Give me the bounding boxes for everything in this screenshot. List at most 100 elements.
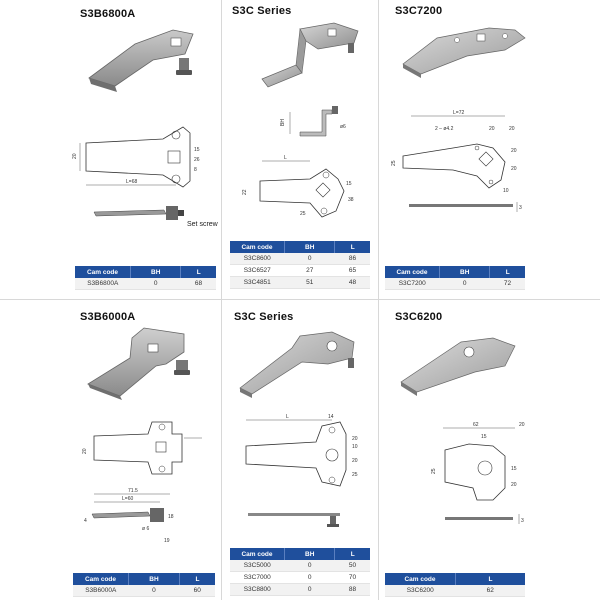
dim-label: 20	[352, 436, 358, 442]
dim-label: 15	[481, 434, 487, 440]
product-illustration	[400, 337, 516, 396]
product-illustration	[87, 327, 190, 400]
table-row: S3B6000A 0 60	[73, 585, 215, 597]
table-cell: 0	[439, 278, 490, 290]
side-view-drawing: 71.5 L=60 ø 6 18 4 19	[84, 488, 174, 544]
product-title: S3C Series	[234, 311, 294, 323]
table-cell: 50	[334, 560, 370, 572]
top-view-drawing: L 14 20 10 20 25	[245, 414, 358, 487]
product-illustration	[88, 29, 194, 92]
dim-label: 8	[194, 167, 197, 173]
table-cell: 51	[284, 276, 335, 289]
table-header: Cam code	[75, 266, 131, 278]
table-cell: 0	[130, 278, 181, 290]
side-view-drawing: 3	[409, 202, 522, 212]
table-row: S3C6200 62	[385, 585, 525, 597]
dim-label: 15	[346, 181, 352, 187]
table-header: Cam code	[73, 573, 129, 585]
table-cell: 70	[334, 571, 370, 584]
table-cell: S3C7200	[385, 278, 440, 290]
dim-label: 10	[352, 444, 358, 450]
dim-label: 25	[352, 472, 358, 478]
table-cell: 88	[334, 583, 370, 596]
product-illustration	[261, 22, 359, 88]
table-cell: 62	[455, 585, 525, 597]
product-title: S3C7200	[395, 5, 443, 17]
table-cell: S3C6200	[385, 585, 456, 597]
dim-label: 62	[473, 422, 479, 428]
spec-table: Cam code L S3C6200 62	[385, 573, 525, 597]
top-view-drawing: 20	[82, 421, 202, 475]
product-title: S3C6200	[395, 311, 443, 323]
product-card-s3c7200: S3C7200 L=72 2 – ø4.2 20 20 25 20 20 10	[379, 0, 600, 299]
dim-label: L=72	[453, 110, 464, 116]
dim-label: 4	[84, 518, 87, 524]
dim-label: 20	[72, 153, 78, 159]
product-card-s3b6800a: S3B6800A 20 L=68 26 15 8	[0, 0, 221, 299]
dim-label: ø6	[340, 124, 346, 130]
side-view-drawing: 3	[445, 514, 524, 524]
grid-divider	[221, 0, 222, 600]
table-row: S3C6527 27 65	[230, 264, 370, 277]
table-header: L	[334, 241, 370, 253]
dim-label: 2 – ø4.2	[435, 126, 454, 132]
dim-label: L=60	[122, 496, 133, 502]
table-cell: 0	[284, 583, 335, 596]
dim-label: 10	[503, 188, 509, 194]
table-header: Cam code	[230, 548, 285, 560]
dim-label: L	[284, 155, 287, 161]
dim-label: 71.5	[128, 488, 138, 494]
product-illustration	[239, 331, 355, 398]
dim-label: 25	[431, 468, 437, 474]
table-cell: 86	[334, 253, 370, 265]
table-cell: 0	[128, 585, 180, 597]
product-card-s3c-series-bottom: S3C Series L 14 20 10 20 25	[222, 300, 378, 600]
table-cell: S3C4851	[230, 276, 285, 289]
product-title: S3B6800A	[80, 8, 136, 20]
dim-label: ø 6	[142, 526, 149, 532]
product-card-s3b6000a: S3B6000A 20 71.5 L=60 ø 6	[0, 300, 221, 600]
spec-table: Cam code BH L S3B6800A 0 68	[75, 266, 216, 290]
set-screw-note: Set screw	[187, 221, 218, 228]
dim-label: 18	[168, 514, 174, 520]
table-header: BH	[284, 548, 336, 560]
table-cell: 48	[334, 276, 370, 289]
table-row: S3C4851 51 48	[230, 276, 370, 289]
table-header: BH	[130, 266, 182, 278]
product-title: S3B6000A	[80, 311, 136, 323]
dim-label: 20	[511, 148, 517, 154]
top-view-drawing: L=72 2 – ø4.2 20 20 25 20 20 10	[391, 110, 517, 194]
dim-label: 15	[511, 466, 517, 472]
table-row: S3C8600 0 86	[230, 253, 370, 265]
table-cell: S3C8600	[230, 253, 285, 265]
product-illustration	[402, 27, 526, 78]
table-header: L	[334, 548, 370, 560]
spec-table: Cam code BH L S3C8600 0 86 S3C6527 27 65…	[230, 241, 370, 289]
table-cell: S3C7000	[230, 571, 285, 584]
top-view-drawing: L 22 25 15 38	[242, 155, 354, 218]
table-header: Cam code	[385, 573, 456, 585]
table-header: BH	[284, 241, 336, 253]
table-row: S3C8800 0 88	[230, 583, 370, 596]
table-header: Cam code	[230, 241, 285, 253]
table-cell: 60	[179, 585, 215, 597]
dim-label: 20	[352, 458, 358, 464]
table-row: S3B6800A 0 68	[75, 278, 216, 290]
dim-label: 25	[391, 160, 397, 166]
side-view-drawing	[93, 206, 184, 220]
table-cell: 0	[284, 571, 335, 584]
table-header: BH	[439, 266, 491, 278]
dim-label: 20	[509, 126, 515, 132]
table-cell: 27	[284, 264, 335, 277]
product-title: S3C Series	[232, 5, 292, 17]
table-cell: S3B6000A	[73, 585, 129, 597]
product-card-s3c6200: S3C6200 62 20 15 25 15 20 3	[379, 300, 600, 600]
dim-label: 25	[300, 211, 306, 217]
top-view-drawing: 62 20 15 25 15 20	[431, 422, 525, 501]
table-cell: 72	[489, 278, 525, 290]
grid-divider	[0, 299, 600, 300]
table-row: S3C5000 0 50	[230, 560, 370, 572]
table-cell: 68	[180, 278, 216, 290]
dim-label: 20	[82, 448, 88, 454]
grid-divider	[378, 0, 379, 600]
